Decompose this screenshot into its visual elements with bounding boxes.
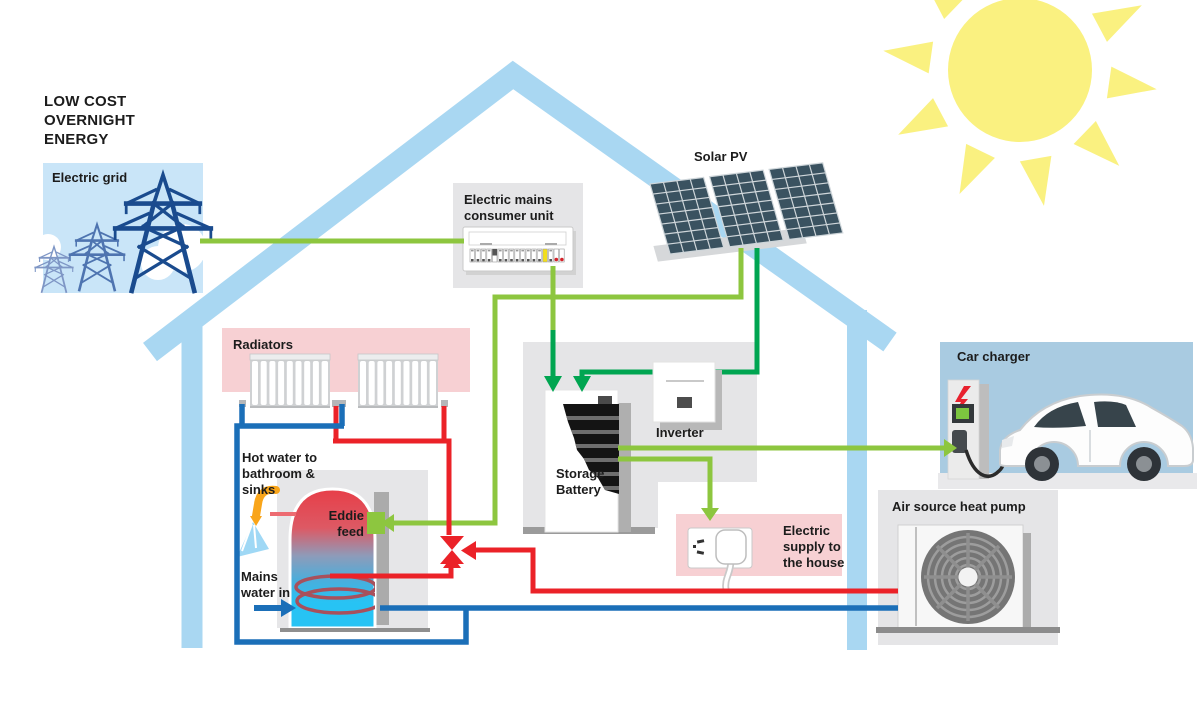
battery-to-car-line (618, 439, 957, 457)
label-solar-pv: Solar PV (694, 149, 748, 164)
label-car-charger: Car charger (957, 349, 1030, 364)
heat-pump-icon (876, 524, 1060, 633)
label-inverter: Inverter (656, 425, 704, 440)
page-title: LOW COST OVERNIGHT ENERGY (44, 93, 135, 148)
electric-grid-zone (34, 163, 211, 293)
label-mains-water: Mains water in (241, 569, 291, 600)
fan-icon (921, 530, 1015, 624)
heat-pump-zone (876, 490, 1060, 645)
storage-battery-icon (544, 389, 631, 533)
radiator-icon (249, 353, 331, 409)
inverter-icon (652, 361, 722, 430)
water-spray-icon (237, 522, 269, 557)
battery-to-house-line (618, 456, 719, 521)
radiator-valve-icon (239, 400, 448, 407)
hot-water-tank-zone (237, 470, 430, 632)
breaker-panel-icon (462, 226, 576, 275)
ev-charger-icon (947, 379, 1013, 480)
consumer-unit-zone (453, 183, 583, 288)
mains-water-arrow (254, 599, 296, 617)
car-charger-zone (938, 342, 1197, 489)
socket-plug-icon (687, 527, 753, 591)
electric-supply-zone (676, 514, 842, 591)
radiator-icon (357, 353, 439, 409)
tap-icon (250, 485, 280, 526)
solar-to-eddie-line (381, 248, 744, 532)
label-radiators: Radiators (233, 337, 293, 352)
label-electric-supply: Electric supply to the house (783, 523, 845, 570)
label-electric-grid: Electric grid (52, 170, 128, 185)
label-storage-battery: Storage Battery (556, 466, 605, 497)
water-return-pipes (234, 404, 898, 645)
label-eddie-feed: Eddie feed (328, 508, 364, 539)
solar-panel-icon (649, 162, 844, 262)
battery-charge-arrows (544, 376, 591, 392)
sun-icon (883, 0, 1157, 206)
label-heat-pump: Air source heat pump (892, 499, 1026, 514)
car-icon (999, 393, 1194, 481)
immersion-diverter-icon (367, 512, 385, 534)
radiators-zone (222, 328, 470, 409)
label-consumer-unit: Electric mains consumer unit (464, 192, 554, 223)
diverter-valve-icon (440, 536, 476, 568)
label-hot-water: Hot water to bathroom & sinks (242, 450, 318, 497)
